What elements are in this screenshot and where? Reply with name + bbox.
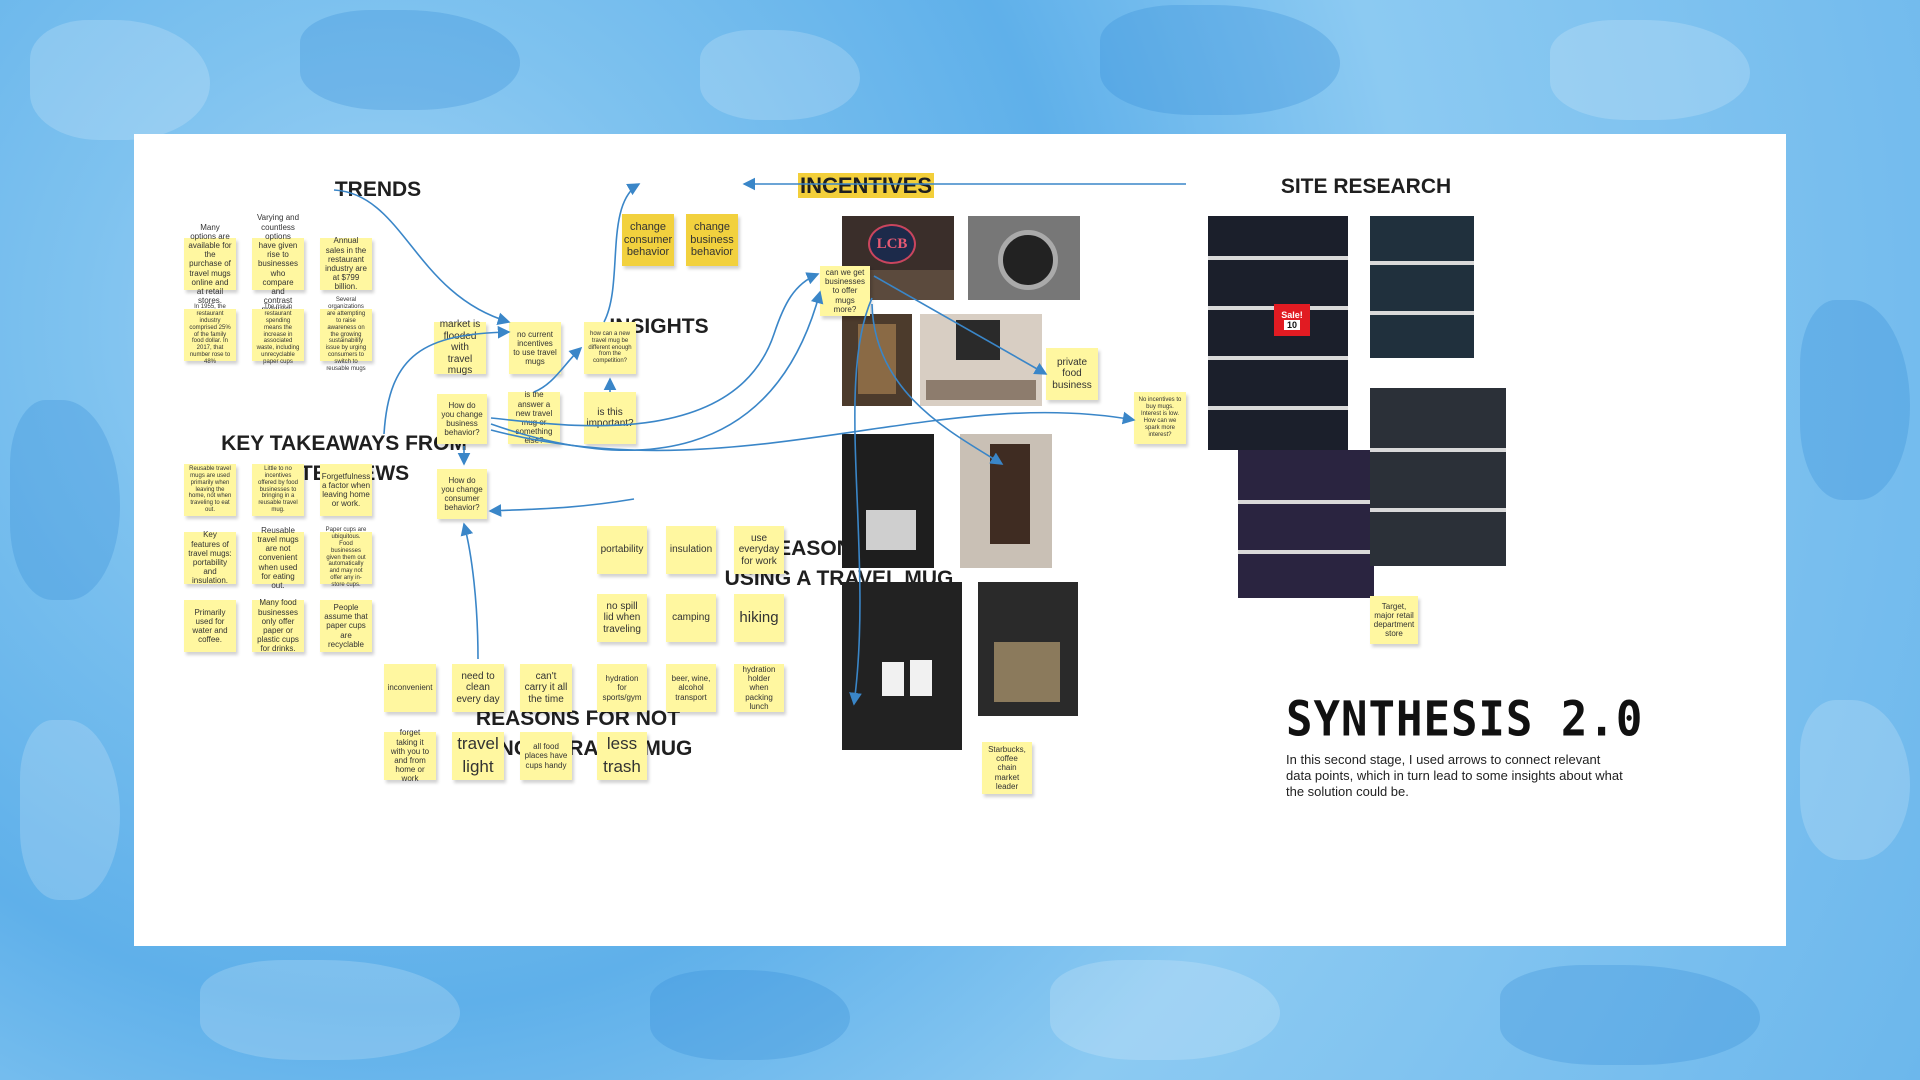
takeaway-note: Primarily used for water and coffee. <box>184 600 236 652</box>
reasons-for-note: use everyday for work <box>734 526 784 574</box>
incentives-label: INCENTIVES <box>797 173 935 198</box>
reasons-for-note: hydration holder when packing lunch <box>734 664 784 712</box>
site-note-target: Target, major retail department store <box>1370 596 1418 644</box>
insight-note-consumer-behavior: How do you change consumer behavior? <box>437 469 487 519</box>
reasons-for-note: beer, wine, alcohol transport <box>666 664 716 712</box>
heading-incentives: INCENTIVES <box>766 171 966 201</box>
reasons-not-note: forget taking it with you to and from ho… <box>384 728 436 783</box>
reasons-for-note: less trash <box>597 732 647 780</box>
reasons-not-note: travel light <box>452 732 504 780</box>
heading-key-takeaways-line1: KEY TAKEAWAYS FROM <box>221 432 467 455</box>
arrow-can-we-get-shelf <box>871 303 1004 465</box>
reasons-not-note: can't carry it all the time <box>520 664 572 712</box>
synthesis-board: TRENDS INCENTIVES SITE RESEARCH INSIGHTS… <box>134 134 1786 946</box>
sale-sign: Sale! 10 <box>1274 304 1310 336</box>
synthesis-description: In this second stage, I used arrows to c… <box>1286 752 1623 799</box>
arrow-private-food <box>873 275 1048 375</box>
heading-site-research: SITE RESEARCH <box>1280 175 1452 198</box>
site-note-can-we-get: can we get businesses to offer mugs more… <box>820 266 870 316</box>
arrow-reasons-for-consumer <box>488 498 635 517</box>
site-note-private-food: private food business <box>1046 348 1098 400</box>
photo-target-aisle: Sale! 10 <box>1208 216 1348 450</box>
insight-note-business-behavior: How do you change business behavior? <box>437 394 487 444</box>
reasons-not-note: need to clean every day <box>452 664 504 712</box>
photo-store-shelf <box>960 434 1052 568</box>
insight-note-no-incentives: no current incentives to use travel mugs <box>509 322 561 374</box>
reasons-for-note: camping <box>666 594 716 642</box>
arrow-business-photo <box>490 290 824 452</box>
photo-target-shelf-small <box>1370 216 1474 358</box>
arrow-business-can-we-get <box>490 272 820 427</box>
takeaway-note: Little to no incentives offered by food … <box>252 464 304 516</box>
takeaway-note: Forgetfulness a factor when leaving home… <box>320 464 372 516</box>
trends-note: The rise in restaurant spending means th… <box>252 304 304 365</box>
synthesis-title: SYNTHESIS 2.0 <box>1286 691 1644 748</box>
arrow-insights-incentives <box>603 183 641 323</box>
photo-target-shelf-lower <box>1238 450 1374 598</box>
reasons-not-note: all food places have cups handy <box>520 732 572 780</box>
reasons-not-note: inconvenient <box>384 664 436 712</box>
sale-sign-label: Sale! <box>1281 310 1303 320</box>
takeaway-note: Key features of travel mugs: portability… <box>184 530 236 585</box>
site-note-starbucks: Starbucks, coffee chain market leader <box>982 742 1032 794</box>
connection-arrows <box>333 177 1186 706</box>
insight-note-how-different: how can a new travel mug be different en… <box>584 322 636 374</box>
arrow-reasons-not-consumer <box>460 522 479 660</box>
insight-note-important: is this important? <box>584 392 636 444</box>
photo-target-shelf-right <box>1370 388 1506 566</box>
lcb-sign: LCB <box>868 224 916 264</box>
takeaway-note: People assume that paper cups are recycl… <box>320 600 372 652</box>
takeaway-note: Many food businesses only offer paper or… <box>252 598 304 653</box>
sale-sign-price: 10 <box>1283 320 1300 330</box>
incentive-note-consumer: change consumer behavior <box>622 214 674 266</box>
arrow-new-mug-how-different <box>533 346 583 393</box>
arrow-business-target <box>490 411 1136 452</box>
photo-trash-bin <box>968 216 1080 300</box>
insight-note-flooded: market is flooded with travel mugs <box>434 319 486 376</box>
trends-note: Annual sales in the restaurant industry … <box>320 236 372 291</box>
reasons-for-note: hydration for sports/gym <box>597 664 647 712</box>
reasons-for-note: hiking <box>734 594 784 642</box>
photo-starbucks-counter <box>842 582 962 750</box>
site-note-no-incentives-buy: No incentives to buy mugs. Interest is l… <box>1134 392 1186 444</box>
takeaway-note: Reusable travel mugs are used primarily … <box>184 464 236 516</box>
photo-trash-can <box>978 582 1078 716</box>
reasons-for-note: insulation <box>666 526 716 574</box>
incentive-note-business: change business behavior <box>686 214 738 266</box>
arrow-takeaways-insights <box>383 325 511 435</box>
heading-reasons-not-line1: REASONS FOR NOT <box>475 707 681 730</box>
reasons-for-note: portability <box>597 526 647 574</box>
arrow-can-we-get-starbucks <box>849 297 873 706</box>
reasons-for-note: no spill lid when traveling <box>597 594 647 642</box>
arrow-trends-insights <box>333 189 511 325</box>
